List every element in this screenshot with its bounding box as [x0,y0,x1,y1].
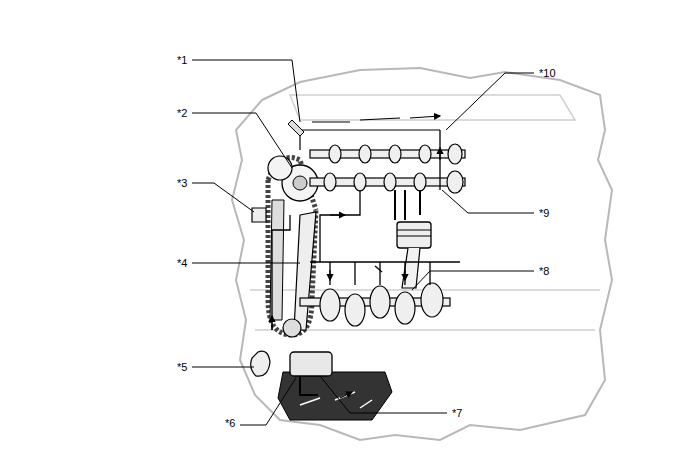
engine-outline [232,68,612,440]
flow-arrows [272,148,440,398]
callout-number: *3 [177,177,187,190]
cam-hub [293,176,307,190]
callout-number: *9 [539,207,549,220]
oil-jet [288,120,304,136]
crankshaft [300,283,450,326]
oil-filter [251,351,270,376]
leader-lines [192,60,534,425]
callout-number: *6 [225,417,235,430]
callout-number: *7 [452,407,462,420]
oil-flow-arrows [312,116,440,122]
crank-sprocket [283,319,301,337]
camshafts [310,144,465,193]
ocv [252,208,266,222]
piston-rings [397,230,431,236]
cam-sprocket-2 [268,156,292,180]
oil-pump [290,352,332,376]
callout-number: *5 [177,361,187,374]
oil-strainer-pipe [300,376,318,395]
callout-number: *8 [539,265,549,278]
oil-gallery [300,130,440,150]
piston [397,222,431,248]
chain-guide [294,212,316,330]
callout-number: *1 [177,54,187,67]
timing-chain [268,180,316,335]
valves [395,190,420,220]
callout-number: *4 [177,257,187,270]
callout-number: *2 [177,107,187,120]
callout-number: *10 [539,67,556,80]
oil-passages [272,130,460,330]
